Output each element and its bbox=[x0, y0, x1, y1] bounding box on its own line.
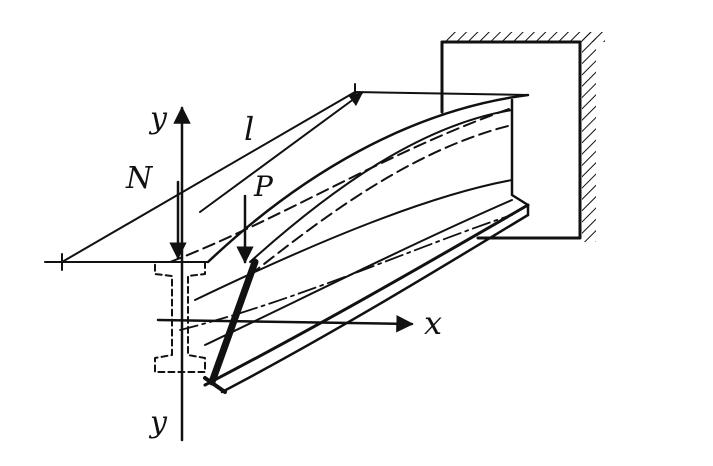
y-axis-label-bottom: y bbox=[148, 405, 168, 440]
reference-plane bbox=[44, 83, 529, 271]
length-dimension-arrow bbox=[199, 92, 364, 213]
axial-force-label: N bbox=[125, 161, 154, 196]
wall-support bbox=[440, 32, 605, 242]
cross-section-outline bbox=[154, 261, 206, 373]
load-label: P bbox=[253, 170, 274, 203]
x-axis bbox=[156, 315, 414, 333]
y-axis-label-top: y bbox=[148, 101, 168, 136]
x-axis-label: x bbox=[424, 304, 442, 342]
i-beam bbox=[169, 93, 530, 394]
length-label: l bbox=[244, 110, 254, 148]
